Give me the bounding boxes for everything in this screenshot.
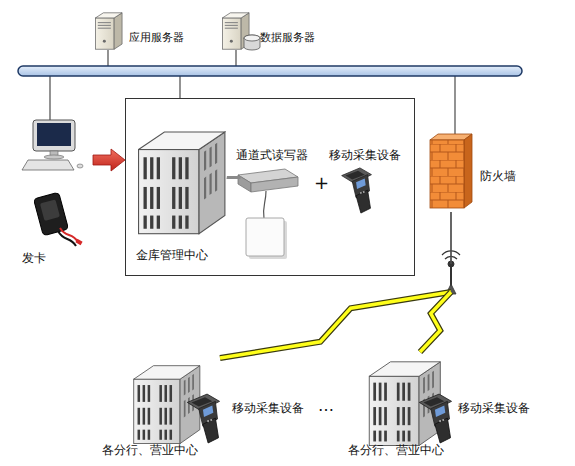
card-reader-icon [34, 192, 83, 246]
node-label: 数据服务器 [260, 32, 315, 45]
node-label: 防火墙 [480, 170, 516, 184]
app-server: 应用服务器 [93, 8, 223, 56]
plus-sign: + [314, 174, 329, 192]
app-server-icon [95, 13, 122, 49]
node-label: 通道式读写器 [236, 149, 308, 163]
handheld-icon [187, 394, 219, 443]
data-server: 数据服务器 [220, 8, 345, 56]
computer-icon [22, 120, 83, 170]
connector [93, 149, 125, 171]
branch-center: 移动采集设备各分行、营业中心 [100, 358, 315, 464]
ellipsis-mark: … [318, 398, 334, 414]
bus-drop-lines [50, 50, 455, 135]
vault-server-icon [139, 132, 225, 234]
channel-reader: 通道式读写器 [236, 149, 321, 259]
antenna-panel-icon [246, 218, 287, 259]
firewall-icon [430, 134, 472, 208]
node-label: 应用服务器 [129, 32, 184, 45]
network-bus [18, 66, 522, 76]
card-issuer: 发卡 [18, 112, 93, 272]
connector [420, 212, 451, 352]
handheld-icon [342, 168, 372, 213]
node-caption: 各分行、营业中心 [102, 444, 198, 458]
node-label: 移动采集设备 [232, 402, 304, 416]
handheld-icon [419, 394, 451, 443]
node-label: 金库管理中心 [136, 249, 208, 263]
connector [220, 212, 451, 358]
mobile-collector: 移动采集设备 [329, 149, 411, 211]
vault-center-box: 金库管理中心 通道式读写器 移动采集设备 [125, 98, 415, 276]
branch-server-icon [134, 366, 200, 444]
branch-center: 移动采集设备各分行、营业中心 [340, 352, 572, 464]
node-label: 发卡 [22, 252, 46, 266]
node-label: 移动采集设备 [458, 402, 530, 416]
channel-reader-icon [226, 169, 298, 219]
node-caption: 各分行、营业中心 [348, 444, 444, 458]
node-label: 移动采集设备 [329, 149, 401, 163]
firewall: 防火墙 [428, 132, 516, 212]
data-server-icon [222, 13, 260, 50]
